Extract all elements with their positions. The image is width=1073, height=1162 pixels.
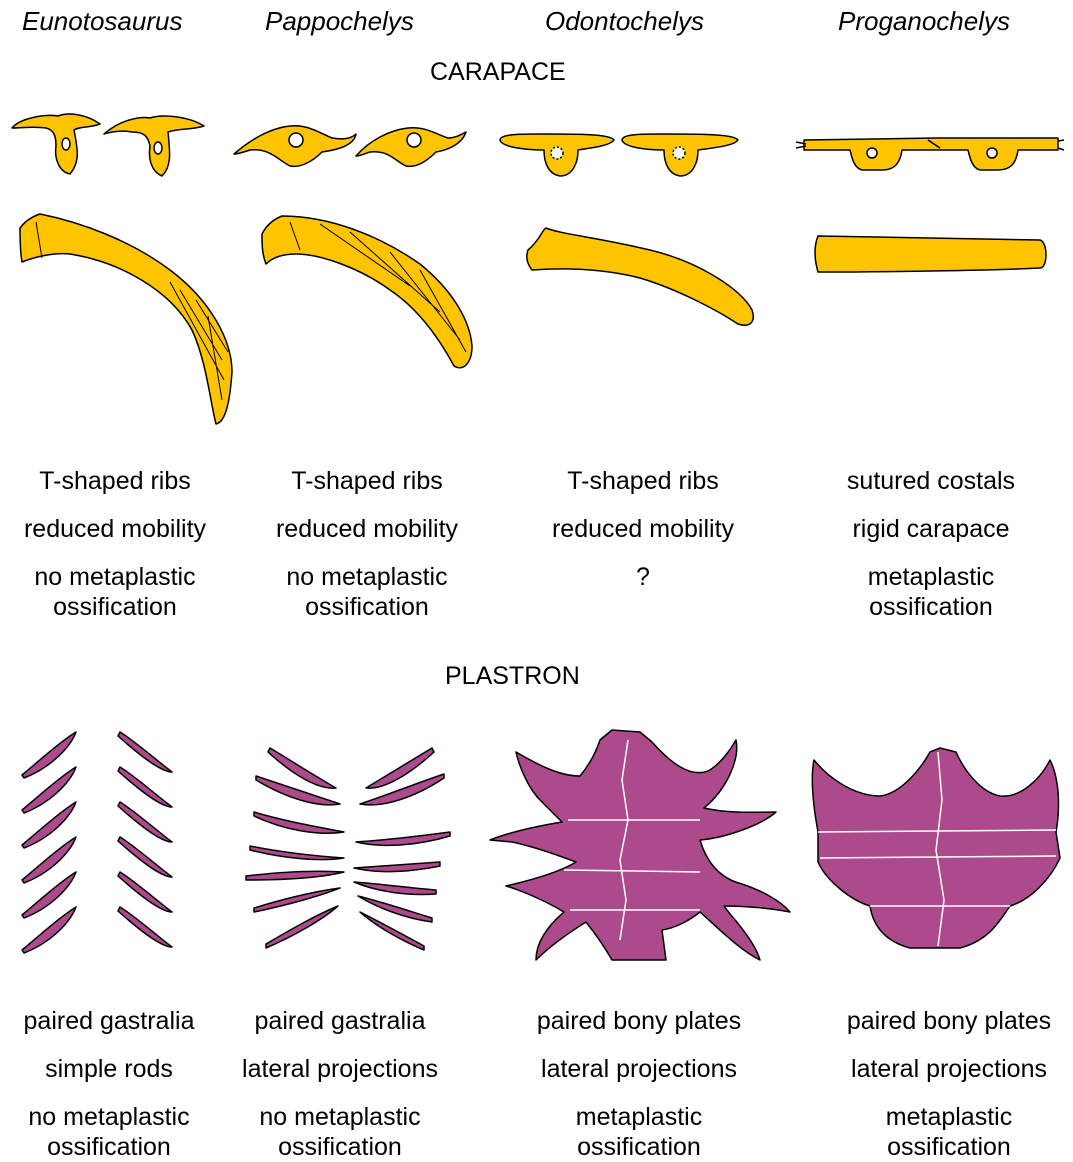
trait-line: T-shaped ribs (538, 466, 748, 496)
carapace-trait-pappochelys: T-shaped ribs reduced mobility no metapl… (262, 466, 472, 622)
pappochelys-gastralia (246, 748, 450, 950)
plastron-trait-eunotosaurus: paired gastralia simple rods no metaplas… (4, 1006, 214, 1162)
trait-line: ossification (262, 592, 472, 622)
plastron-trait-odontochelys: paired bony plates lateral projections m… (524, 1006, 754, 1162)
trait-line: simple rods (4, 1054, 214, 1084)
trait-line: ? (538, 562, 748, 592)
trait-line: no metaplastic (4, 1102, 214, 1132)
plastron-trait-proganochelys: paired bony plates lateral projections m… (834, 1006, 1064, 1162)
trait-line: paired bony plates (834, 1006, 1064, 1036)
eunotosaurus-gastralia (22, 732, 172, 953)
plastron-trait-pappochelys: paired gastralia lateral projections no … (230, 1006, 450, 1162)
trait-line: reduced mobility (10, 514, 220, 544)
trait-line: T-shaped ribs (262, 466, 472, 496)
proganochelys-vertebra-cross-section (796, 138, 1064, 170)
trait-line: ossification (10, 592, 220, 622)
trait-line: paired gastralia (4, 1006, 214, 1036)
trait-line: paired bony plates (524, 1006, 754, 1036)
pappochelys-rib (262, 216, 472, 368)
odontochelys-rib (527, 228, 753, 325)
trait-line: ossification (826, 592, 1036, 622)
trait-line: lateral projections (230, 1054, 450, 1084)
carapace-trait-eunotosaurus: T-shaped ribs reduced mobility no metapl… (10, 466, 220, 622)
trait-line: sutured costals (826, 466, 1036, 496)
trait-line: rigid carapace (826, 514, 1036, 544)
pappochelys-vertebra-cross-section (234, 126, 466, 167)
carapace-drawings (12, 114, 1064, 424)
trait-line: metaplastic (524, 1102, 754, 1132)
trait-line: ossification (4, 1132, 214, 1162)
trait-line: metaplastic (826, 562, 1036, 592)
trait-line: no metaplastic (230, 1102, 450, 1132)
trait-line: reduced mobility (538, 514, 748, 544)
trait-line: no metaplastic (262, 562, 472, 592)
plastron-drawings (22, 730, 1060, 960)
eunotosaurus-vertebra-cross-section (12, 114, 204, 176)
trait-line: lateral projections (524, 1054, 754, 1084)
proganochelys-plastron (812, 748, 1060, 948)
trait-line: T-shaped ribs (10, 466, 220, 496)
odontochelys-vertebra-cross-section (500, 134, 738, 176)
trait-line: ossification (834, 1132, 1064, 1162)
trait-line: ossification (230, 1132, 450, 1162)
eunotosaurus-rib (20, 214, 232, 424)
proganochelys-rib (815, 236, 1046, 272)
trait-line: metaplastic (834, 1102, 1064, 1132)
trait-line: ossification (524, 1132, 754, 1162)
carapace-trait-proganochelys: sutured costals rigid carapace metaplast… (826, 466, 1036, 622)
carapace-trait-odontochelys: T-shaped ribs reduced mobility ? (538, 466, 748, 592)
odontochelys-plastron (490, 730, 790, 960)
trait-line: paired gastralia (230, 1006, 450, 1036)
trait-line: reduced mobility (262, 514, 472, 544)
trait-line: lateral projections (834, 1054, 1064, 1084)
trait-line: no metaplastic (10, 562, 220, 592)
